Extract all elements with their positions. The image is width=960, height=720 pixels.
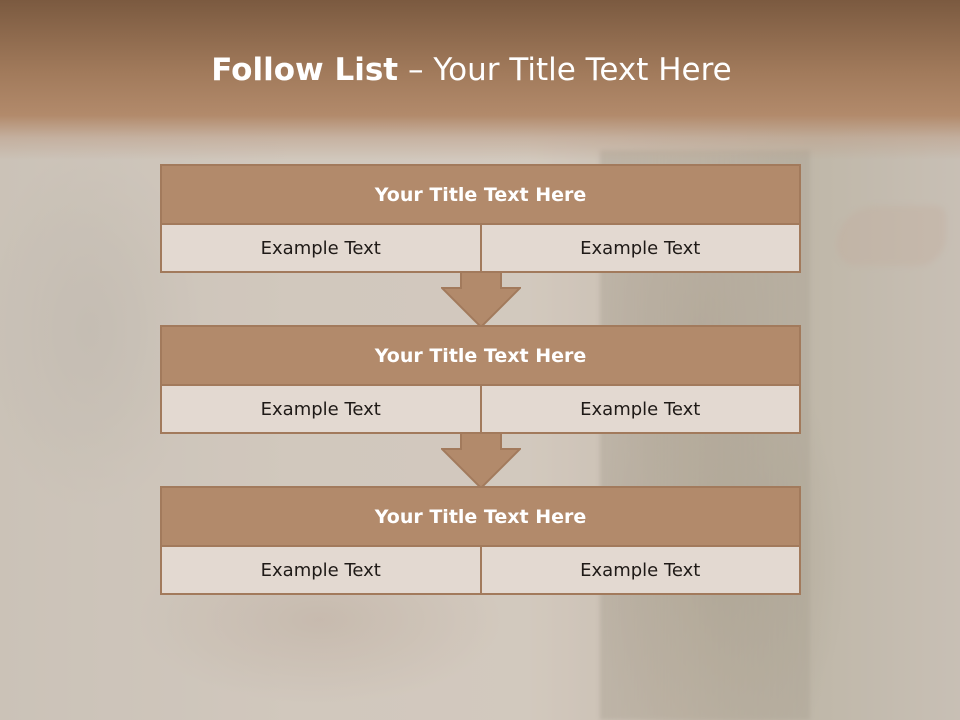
flow-block-1: Your Title Text Here Example Text Exampl… xyxy=(160,164,801,273)
slide-title-rest: – Your Title Text Here xyxy=(398,52,732,88)
flow-block-row: Example Text Example Text xyxy=(162,386,799,432)
flow-block-3: Your Title Text Here Example Text Exampl… xyxy=(160,486,801,595)
flow-block-cell-left: Example Text xyxy=(162,225,480,271)
flow-block-title: Your Title Text Here xyxy=(162,327,799,386)
flow-block-cell-right: Example Text xyxy=(479,225,799,271)
flow-block-row: Example Text Example Text xyxy=(162,547,799,593)
slide-title: Follow List – Your Title Text Here xyxy=(0,52,943,88)
flow-block-cell-right: Example Text xyxy=(479,547,799,593)
background-hand xyxy=(836,206,946,266)
flow-block-title: Your Title Text Here xyxy=(162,166,799,225)
flow-block-title: Your Title Text Here xyxy=(162,488,799,547)
flow-block-row: Example Text Example Text xyxy=(162,225,799,271)
flow-block-cell-left: Example Text xyxy=(162,386,480,432)
down-arrow-icon xyxy=(441,432,521,490)
flow-block-cell-right: Example Text xyxy=(479,386,799,432)
flow-block-cell-left: Example Text xyxy=(162,547,480,593)
slide-title-bold: Follow List xyxy=(211,52,399,88)
flow-block-2: Your Title Text Here Example Text Exampl… xyxy=(160,325,801,434)
down-arrow-icon xyxy=(441,271,521,329)
header-band xyxy=(0,0,960,160)
